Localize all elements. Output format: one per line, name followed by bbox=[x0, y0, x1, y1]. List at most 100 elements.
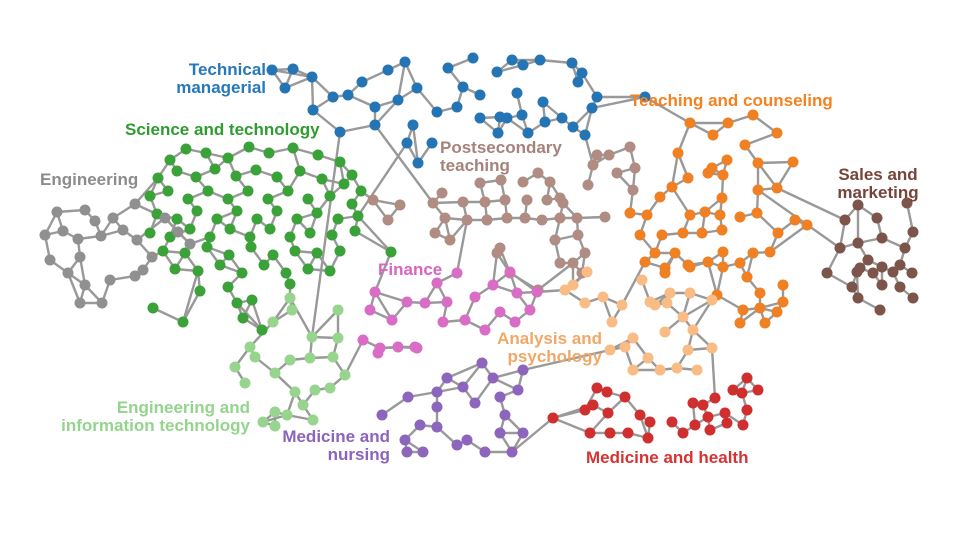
graph-node bbox=[451, 267, 463, 279]
graph-node bbox=[401, 296, 413, 308]
graph-node bbox=[407, 119, 419, 131]
graph-node bbox=[461, 214, 473, 226]
cluster-label-sales-and-marketing: Sales and marketing bbox=[837, 165, 919, 202]
graph-node bbox=[899, 242, 911, 254]
graph-node bbox=[243, 141, 255, 153]
graph-node bbox=[567, 279, 579, 291]
graph-node bbox=[399, 56, 411, 68]
graph-node bbox=[431, 106, 443, 118]
graph-node bbox=[457, 381, 469, 393]
graph-node bbox=[367, 194, 379, 206]
cluster-label-science-and-technology: Science and technology bbox=[125, 120, 320, 139]
graph-node bbox=[509, 316, 521, 328]
graph-edge bbox=[510, 416, 555, 454]
graph-node bbox=[326, 229, 338, 241]
graph-node bbox=[236, 267, 248, 279]
graph-node bbox=[649, 247, 661, 259]
graph-node bbox=[554, 192, 566, 204]
graph-node bbox=[386, 314, 398, 326]
graph-node bbox=[306, 331, 318, 343]
graph-node bbox=[517, 59, 529, 71]
graph-edge bbox=[338, 123, 377, 134]
graph-node bbox=[392, 341, 404, 353]
graph-node bbox=[244, 341, 256, 353]
graph-node bbox=[874, 304, 886, 316]
cluster-analysis-and-psychology bbox=[559, 266, 718, 376]
graph-node bbox=[887, 266, 899, 278]
cluster-label-engineering: Engineering bbox=[40, 170, 139, 189]
graph-node bbox=[901, 197, 913, 209]
graph-node bbox=[709, 392, 721, 404]
graph-node bbox=[754, 287, 766, 299]
graph-node bbox=[606, 316, 618, 328]
graph-node bbox=[307, 104, 319, 116]
graph-node bbox=[382, 64, 394, 76]
graph-node bbox=[245, 241, 257, 253]
graph-node bbox=[494, 427, 506, 439]
graph-node bbox=[190, 171, 202, 183]
cluster-label-postsecondary-teaching: Postsecondary teaching bbox=[440, 138, 562, 175]
graph-node bbox=[684, 287, 696, 299]
graph-edge bbox=[356, 214, 393, 254]
graph-node bbox=[239, 377, 251, 389]
graph-node bbox=[376, 409, 388, 421]
graph-edge bbox=[590, 95, 647, 110]
graph-node bbox=[664, 287, 676, 299]
graph-node bbox=[666, 181, 678, 193]
graph-node bbox=[346, 169, 358, 181]
graph-node bbox=[839, 214, 851, 226]
graph-edge bbox=[643, 95, 692, 125]
graph-node bbox=[436, 187, 448, 199]
cluster-label-medicine-and-health: Medicine and health bbox=[586, 448, 749, 467]
graph-edge bbox=[235, 301, 264, 332]
graph-node bbox=[164, 231, 176, 243]
graph-node bbox=[426, 137, 438, 149]
graph-node bbox=[72, 233, 84, 245]
graph-node bbox=[202, 185, 214, 197]
graph-node bbox=[642, 352, 654, 364]
graph-node bbox=[304, 352, 316, 364]
graph-node bbox=[566, 57, 578, 69]
graph-node bbox=[237, 312, 249, 324]
graph-node bbox=[266, 64, 278, 76]
graph-node bbox=[289, 245, 301, 257]
graph-node bbox=[74, 297, 86, 309]
graph-node bbox=[95, 230, 107, 242]
graph-node bbox=[736, 387, 748, 399]
graph-node bbox=[280, 267, 292, 279]
graph-node bbox=[214, 259, 226, 271]
graph-node bbox=[759, 317, 771, 329]
graph-node bbox=[677, 227, 689, 239]
graph-node bbox=[644, 416, 656, 428]
graph-node bbox=[696, 227, 708, 239]
graph-node bbox=[316, 173, 328, 185]
graph-node bbox=[862, 254, 874, 266]
graph-node bbox=[697, 399, 709, 411]
graph-node bbox=[629, 162, 641, 174]
graph-node bbox=[107, 212, 119, 224]
graph-node bbox=[571, 212, 583, 224]
graph-node bbox=[532, 167, 544, 179]
cluster-finance bbox=[357, 266, 543, 359]
graph-node bbox=[499, 194, 511, 206]
graph-node bbox=[327, 91, 339, 103]
graph-edge bbox=[706, 260, 719, 297]
graph-node bbox=[311, 247, 323, 259]
graph-node bbox=[672, 147, 684, 159]
graph-node bbox=[169, 263, 181, 275]
graph-edge bbox=[396, 60, 407, 102]
graph-node bbox=[627, 332, 639, 344]
graph-node bbox=[522, 127, 534, 139]
graph-node bbox=[57, 225, 69, 237]
graph-node bbox=[284, 231, 296, 243]
graph-edge bbox=[536, 261, 575, 292]
graph-node bbox=[572, 76, 584, 88]
graph-node bbox=[852, 237, 864, 249]
graph-node bbox=[494, 306, 506, 318]
graph-node bbox=[382, 214, 394, 226]
graph-node bbox=[191, 205, 203, 217]
graph-node bbox=[739, 139, 751, 151]
graph-node bbox=[402, 391, 414, 403]
graph-node bbox=[627, 364, 639, 376]
